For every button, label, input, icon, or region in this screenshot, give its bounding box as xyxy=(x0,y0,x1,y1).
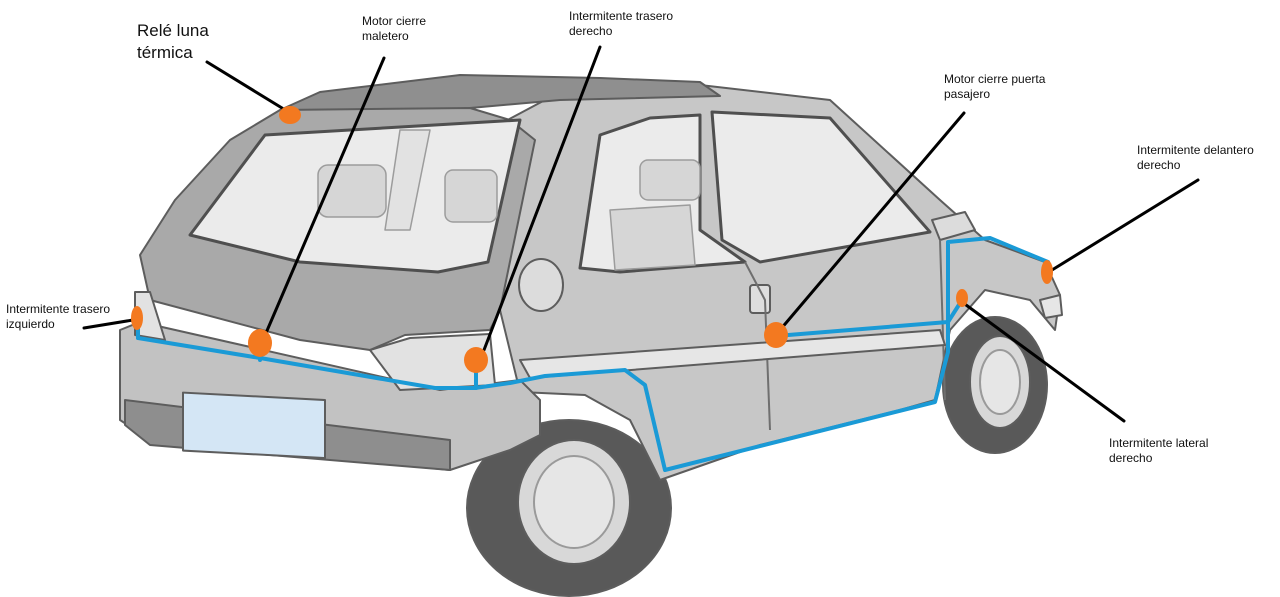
label-intermitente-delantero-line1: Intermitente delantero xyxy=(1137,143,1254,158)
leader-rele-luna xyxy=(207,62,282,108)
label-intermitente-delantero-line2: derecho xyxy=(1137,158,1254,173)
label-intermitente-lateral-line1: Intermitente lateral xyxy=(1109,436,1208,451)
label-motor-maletero-line1: Motor cierre xyxy=(362,14,426,29)
licence-plate xyxy=(183,393,325,458)
component-intermitente-trasero-izquierdo xyxy=(131,306,143,330)
label-rele-luna-line2: térmica xyxy=(137,42,209,64)
label-motor-puerta: Motor cierre puerta pasajero xyxy=(944,72,1045,102)
component-rele-luna xyxy=(279,106,301,124)
component-intermitente-trasero-derecho xyxy=(464,347,488,373)
label-intermitente-trasero-derecho-line2: derecho xyxy=(569,24,673,39)
component-motor-puerta xyxy=(764,322,788,348)
label-intermitente-trasero-derecho-line1: Intermitente trasero xyxy=(569,9,673,24)
component-intermitente-delantero xyxy=(1041,260,1053,284)
label-intermitente-trasero-izquierdo: Intermitente trasero izquierdo xyxy=(6,302,110,332)
component-motor-maletero xyxy=(248,329,272,357)
label-intermitente-delantero: Intermitente delantero derecho xyxy=(1137,143,1254,173)
front-wheel xyxy=(943,317,1047,453)
label-motor-puerta-line2: pasajero xyxy=(944,87,1045,102)
label-rele-luna-line1: Relé luna xyxy=(137,20,209,42)
component-intermitente-lateral xyxy=(956,289,968,307)
leader-intermitente-delantero xyxy=(1052,180,1198,270)
label-rele-luna: Relé luna térmica xyxy=(137,20,209,64)
label-motor-maletero: Motor cierre maletero xyxy=(362,14,426,44)
label-intermitente-lateral-line2: derecho xyxy=(1109,451,1208,466)
label-motor-puerta-line1: Motor cierre puerta xyxy=(944,72,1045,87)
label-motor-maletero-line2: maletero xyxy=(362,29,426,44)
label-intermitente-trasero-izquierdo-line1: Intermitente trasero xyxy=(6,302,110,317)
label-intermitente-trasero-derecho: Intermitente trasero derecho xyxy=(569,9,673,39)
label-intermitente-lateral: Intermitente lateral derecho xyxy=(1109,436,1208,466)
label-intermitente-trasero-izquierdo-line2: izquierdo xyxy=(6,317,110,332)
front-headlight xyxy=(1040,295,1062,318)
fuel-cap xyxy=(519,259,563,311)
